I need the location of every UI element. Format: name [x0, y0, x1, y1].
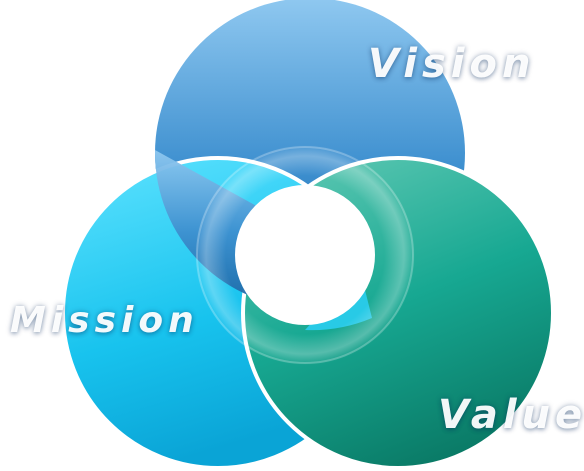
vision-label: Vision: [368, 41, 536, 87]
value-label: Value: [438, 392, 584, 438]
mission-label: Mission: [10, 300, 199, 341]
glow-ring: [195, 145, 415, 365]
glow-ring-line: [196, 146, 414, 364]
